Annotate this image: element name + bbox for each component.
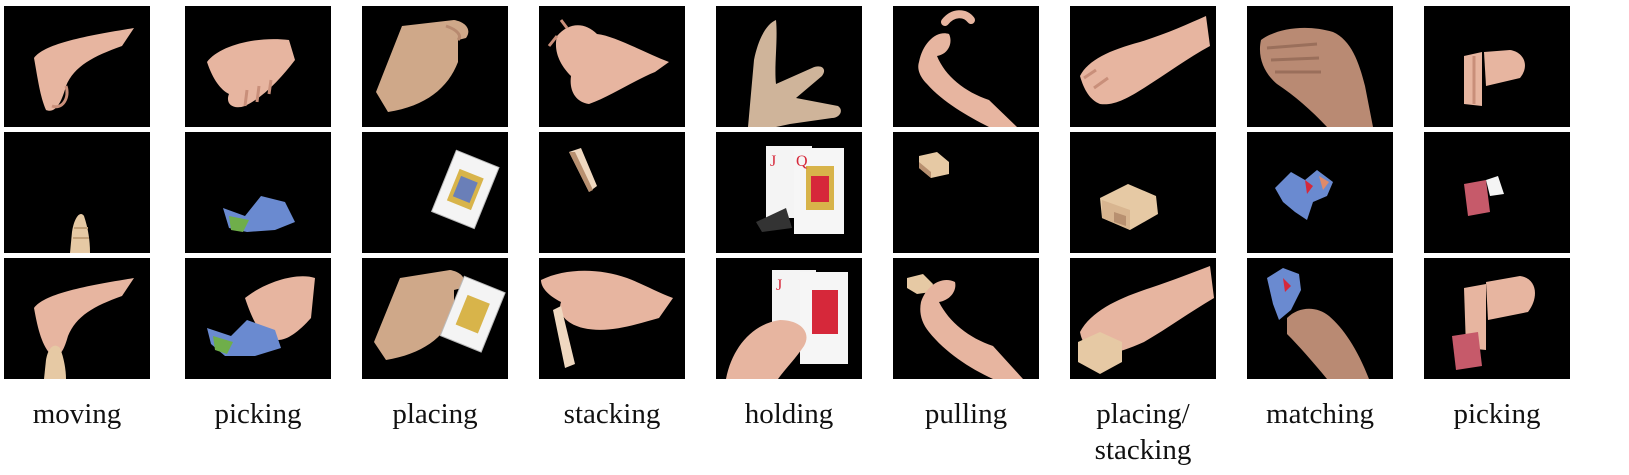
hand-image [1070,6,1216,127]
column-label: picking [214,398,302,430]
column-label: moving [32,398,122,430]
hand-image [1247,6,1393,127]
object-image [893,132,1039,253]
hand-object-image [1424,258,1570,379]
hand-image [185,6,331,127]
svg-text:J: J [776,277,782,294]
object-image [185,132,331,253]
hand-object-image [1070,258,1216,379]
hand-object-image [539,258,685,379]
object-image [1424,132,1570,253]
hand-object-image: J [716,258,862,379]
object-image [1070,132,1216,253]
hand-object-image [185,258,331,379]
hand-object-image [362,258,508,379]
column-label: placing/stacking [1094,398,1192,466]
svg-text:J: J [770,153,776,170]
hand-object-image [4,258,150,379]
hand-image [4,6,150,127]
column-label: holding [744,398,834,430]
svg-text:Q: Q [796,153,808,170]
column-label: pulling [924,398,1008,430]
hand-object-image [893,258,1039,379]
column-label: stacking [563,398,661,430]
hand-image [539,6,685,127]
hand-image [893,6,1039,127]
hand-image [716,6,862,127]
column-label: matching [1266,398,1374,430]
column-label: picking [1453,398,1541,430]
object-image [362,132,508,253]
hand-object-image [1247,258,1393,379]
object-image [1247,132,1393,253]
object-image [4,132,150,253]
column-label: placing [392,398,478,430]
hand-image [362,6,508,127]
object-image [539,132,685,253]
hand-image [1424,6,1570,127]
